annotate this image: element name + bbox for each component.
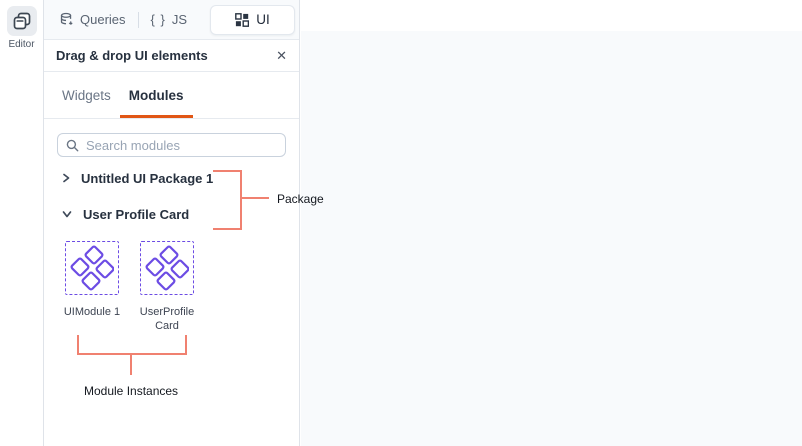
editor-nav-label: Editor xyxy=(8,39,35,50)
panel-header: Drag & drop UI elements ✕ xyxy=(44,40,299,72)
tree-item-untitled-ui-package[interactable]: Untitled UI Package 1 xyxy=(44,167,299,189)
package-annotation-label: Package xyxy=(277,192,324,206)
module-cards-row xyxy=(44,241,299,295)
module-instances-bracket-line xyxy=(77,353,187,355)
module-instances-bracket-line xyxy=(130,353,132,375)
module-card-uimodule1[interactable] xyxy=(65,241,119,295)
module-diamonds-icon xyxy=(70,245,114,291)
tab-queries-label: Queries xyxy=(80,12,126,27)
module-card-label: UIModule 1 xyxy=(63,306,121,318)
module-card-labels: UIModule 1 UserProfileCard xyxy=(44,305,299,333)
grid-layout-icon xyxy=(235,12,250,27)
segment-divider xyxy=(137,11,139,28)
search-icon xyxy=(66,139,79,152)
app-canvas-area xyxy=(301,0,802,446)
tab-modules-label: Modules xyxy=(128,87,184,103)
tree-item-user-profile-card[interactable]: User Profile Card xyxy=(44,203,299,225)
panel-tab-row: Widgets Modules xyxy=(44,72,299,119)
module-card-label: UserProfileCard xyxy=(139,306,195,332)
editor-segment-bar: Queries { } JS UI xyxy=(44,0,299,40)
tab-ui-label: UI xyxy=(256,12,270,27)
module-card-userprofilecard[interactable] xyxy=(140,241,194,295)
close-icon[interactable]: ✕ xyxy=(276,48,287,63)
tab-js-label: JS xyxy=(171,12,187,27)
tree-item-label: User Profile Card xyxy=(83,206,190,222)
module-diamonds-icon xyxy=(145,245,189,291)
left-icon-rail: Editor xyxy=(0,0,44,446)
braces-icon: { } xyxy=(150,12,166,27)
tab-modules[interactable]: Modules xyxy=(120,72,193,118)
tab-widgets[interactable]: Widgets xyxy=(53,72,120,118)
tab-queries[interactable]: Queries xyxy=(59,12,126,27)
chevron-down-icon xyxy=(61,209,73,219)
search-modules-input[interactable] xyxy=(86,137,277,153)
tab-js[interactable]: { } JS xyxy=(151,12,187,27)
module-instances-bracket-line xyxy=(185,335,187,355)
package-bracket-line xyxy=(242,197,269,199)
module-instances-bracket-line xyxy=(77,335,79,355)
search-modules-box xyxy=(57,133,286,157)
database-icon xyxy=(59,12,74,27)
tab-ui[interactable]: UI xyxy=(210,4,295,35)
editor-entity-panel: Queries { } JS UI Drag & drop UI element… xyxy=(44,0,300,446)
tree-item-label: Untitled UI Package 1 xyxy=(81,170,214,186)
package-bracket-line xyxy=(213,170,242,172)
tab-widgets-label: Widgets xyxy=(62,87,111,103)
module-instances-annotation-label: Module Instances xyxy=(84,384,179,398)
canvas-surface[interactable] xyxy=(301,31,802,446)
panel-title: Drag & drop UI elements xyxy=(56,48,208,63)
editor-pages-icon xyxy=(11,10,33,32)
package-bracket-line xyxy=(213,228,242,230)
editor-nav-button[interactable] xyxy=(6,6,37,36)
package-bracket-line xyxy=(240,170,242,230)
chevron-right-icon xyxy=(61,172,71,184)
